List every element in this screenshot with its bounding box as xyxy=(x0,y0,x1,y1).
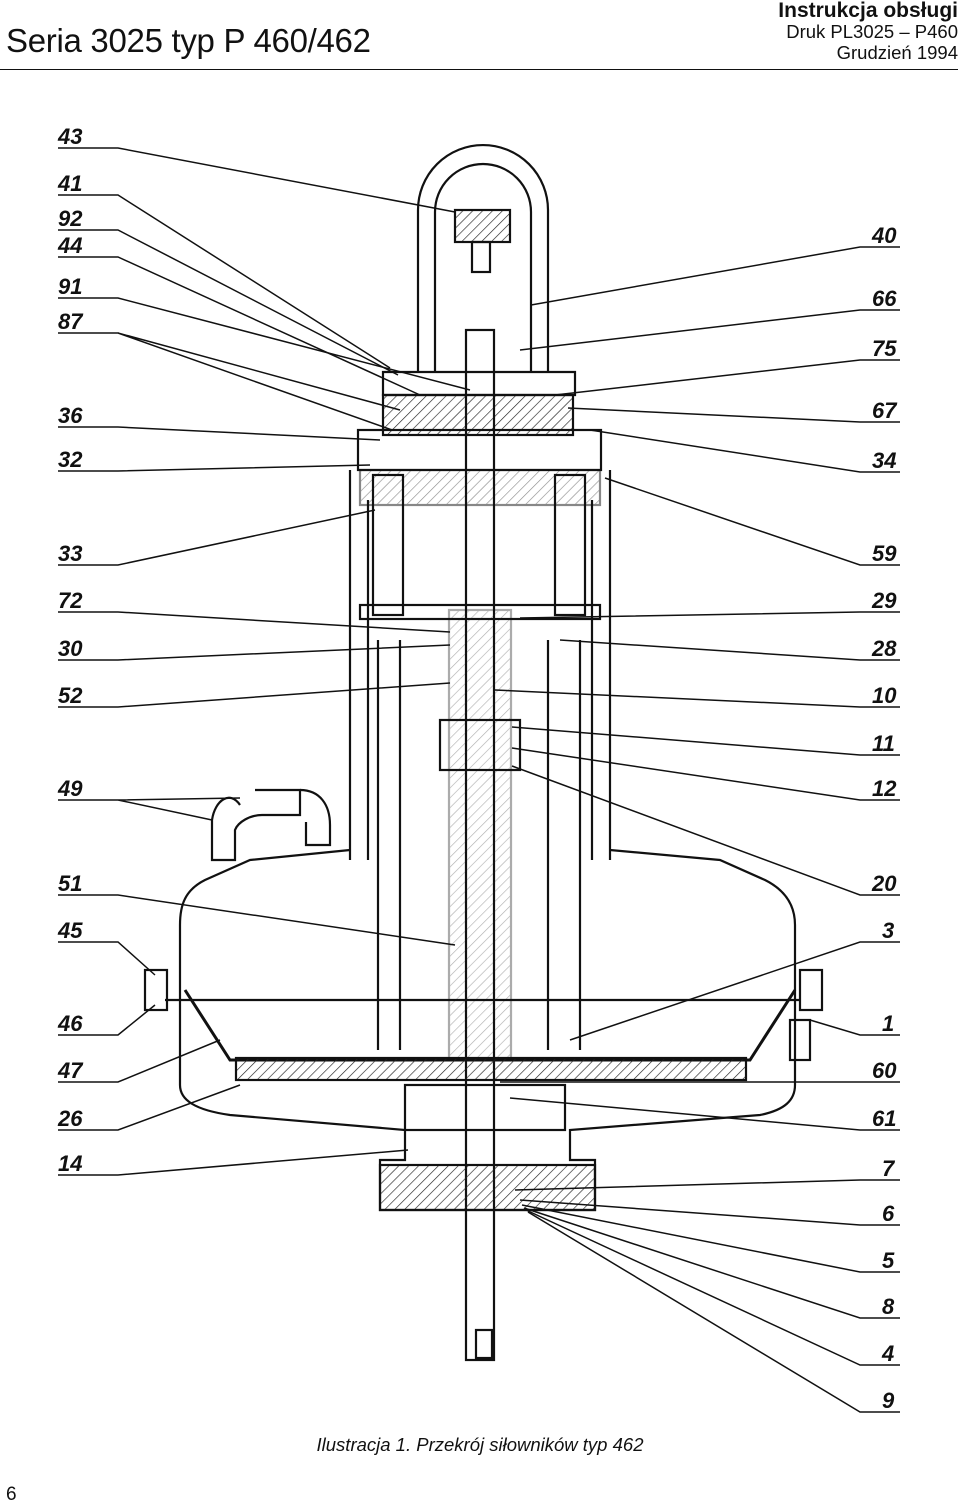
callout-right-15: 60 xyxy=(872,1058,897,1083)
callout-right-14: 1 xyxy=(882,1011,894,1036)
print-code: Druk PL3025 – P460 xyxy=(786,21,958,42)
callout-right-2: 66 xyxy=(872,286,897,311)
callout-left-12: 52 xyxy=(58,683,83,708)
header-rule xyxy=(0,69,958,70)
callout-left-7: 36 xyxy=(58,403,83,428)
callout-right-18: 6 xyxy=(882,1201,895,1226)
document-info: Instrukcja obsługi Druk PL3025 – P460 Gr… xyxy=(778,0,958,63)
callout-right-16: 61 xyxy=(872,1106,896,1131)
manual-title: Instrukcja obsługi xyxy=(778,0,958,22)
callout-left-2: 41 xyxy=(57,171,82,196)
callout-left-3: 92 xyxy=(58,206,83,231)
page-number: 6 xyxy=(6,1484,17,1505)
callout-left-9: 33 xyxy=(58,541,82,566)
callout-right-1: 40 xyxy=(871,223,897,248)
callout-right-6: 59 xyxy=(872,541,897,566)
callout-left-10: 72 xyxy=(58,588,83,613)
callout-right-8: 28 xyxy=(871,636,897,661)
callout-left-8: 32 xyxy=(58,447,83,472)
callout-left-1: 43 xyxy=(57,124,82,149)
callout-right-5: 34 xyxy=(872,448,896,473)
callout-left-11: 30 xyxy=(58,636,83,661)
callout-right-13: 3 xyxy=(882,918,894,943)
callout-left-18: 26 xyxy=(57,1106,83,1131)
callout-right-12: 20 xyxy=(871,871,897,896)
callout-left-17: 47 xyxy=(57,1058,84,1083)
callout-left-19: 14 xyxy=(58,1151,82,1176)
callout-right-17: 7 xyxy=(882,1156,896,1181)
callout-left-5: 91 xyxy=(58,274,82,299)
callout-right-4: 67 xyxy=(872,398,898,423)
callout-right-7: 29 xyxy=(871,588,897,613)
callout-right-20: 8 xyxy=(882,1294,895,1319)
callout-right-11: 12 xyxy=(872,776,897,801)
series-title: Seria 3025 typ P 460/462 xyxy=(6,22,371,59)
actuator-cross-section-drawing: 43 41 92 44 91 87 36 32 33 72 30 52 49 5… xyxy=(57,124,900,1413)
callout-right-19: 5 xyxy=(882,1248,895,1273)
callout-left-15: 45 xyxy=(57,918,83,943)
callout-right-10: 11 xyxy=(872,731,895,756)
callout-right-3: 75 xyxy=(872,336,897,361)
print-date: Grudzień 1994 xyxy=(836,42,958,63)
part-callouts: 43 41 92 44 91 87 36 32 33 72 30 52 49 5… xyxy=(57,124,900,1413)
callout-left-13: 49 xyxy=(57,776,83,801)
callout-left-14: 51 xyxy=(58,871,82,896)
callout-right-9: 10 xyxy=(872,683,897,708)
callout-left-16: 46 xyxy=(57,1011,83,1036)
callout-right-21: 4 xyxy=(881,1341,894,1366)
callout-left-4: 44 xyxy=(57,233,82,258)
callout-left-6: 87 xyxy=(58,309,84,334)
figure-caption: Ilustracja 1. Przekrój siłowników typ 46… xyxy=(316,1434,644,1455)
callout-right-22: 9 xyxy=(882,1388,895,1413)
